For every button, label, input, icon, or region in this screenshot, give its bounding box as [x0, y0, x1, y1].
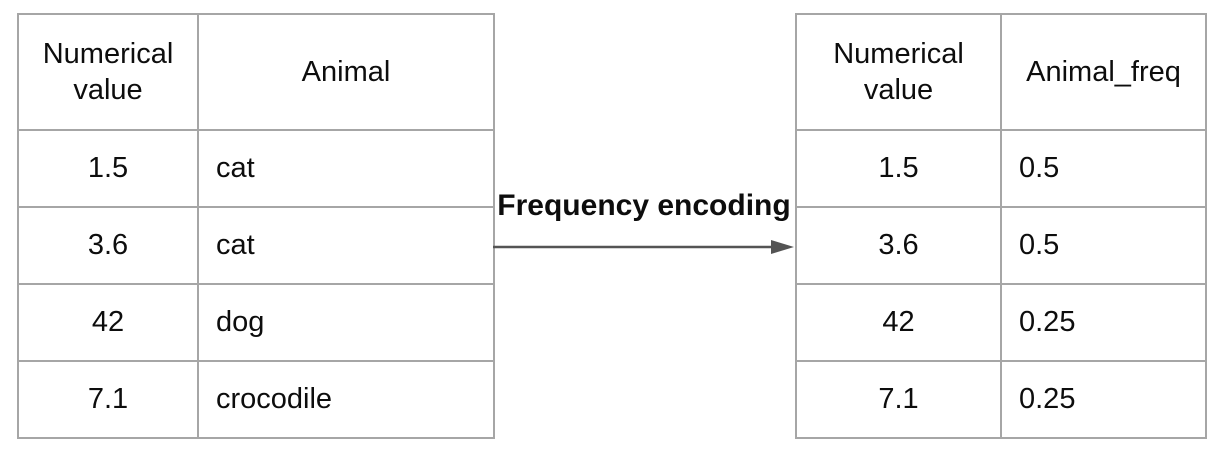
encoded-table: Numerical value Animal_freq 1.5 0.5 3.6 … — [795, 13, 1207, 439]
header-numerical-value: Numerical value — [17, 13, 199, 131]
cell-numerical-value: 42 — [795, 283, 1002, 362]
cell-animal: cat — [197, 206, 495, 285]
cell-numerical-value: 42 — [17, 283, 199, 362]
source-table: Numerical value Animal 1.5 cat 3.6 cat 4… — [17, 13, 495, 439]
table-header-row: Numerical value Animal_freq — [795, 13, 1207, 131]
cell-animal-freq: 0.25 — [1000, 360, 1207, 439]
cell-animal-freq: 0.25 — [1000, 283, 1207, 362]
table-row: 42 dog — [17, 283, 495, 362]
cell-numerical-value: 3.6 — [795, 206, 1002, 285]
cell-numerical-value: 7.1 — [795, 360, 1002, 439]
table-row: 7.1 0.25 — [795, 360, 1207, 439]
cell-numerical-value: 1.5 — [795, 129, 1002, 208]
table-row: 3.6 cat — [17, 206, 495, 285]
cell-animal-freq: 0.5 — [1000, 206, 1207, 285]
cell-animal: dog — [197, 283, 495, 362]
table-row: 42 0.25 — [795, 283, 1207, 362]
cell-numerical-value: 1.5 — [17, 129, 199, 208]
table-header-row: Numerical value Animal — [17, 13, 495, 131]
table-row: 1.5 0.5 — [795, 129, 1207, 208]
table-row: 1.5 cat — [17, 129, 495, 208]
cell-numerical-value: 7.1 — [17, 360, 199, 439]
cell-animal: cat — [197, 129, 495, 208]
right-arrow-icon — [493, 240, 794, 254]
cell-animal-freq: 0.5 — [1000, 129, 1207, 208]
table-row: 3.6 0.5 — [795, 206, 1207, 285]
header-animal: Animal — [197, 13, 495, 131]
header-animal-freq: Animal_freq — [1000, 13, 1207, 131]
arrow-label: Frequency encoding — [497, 189, 791, 222]
cell-animal: crocodile — [197, 360, 495, 439]
cell-numerical-value: 3.6 — [17, 206, 199, 285]
header-numerical-value: Numerical value — [795, 13, 1002, 131]
table-row: 7.1 crocodile — [17, 360, 495, 439]
